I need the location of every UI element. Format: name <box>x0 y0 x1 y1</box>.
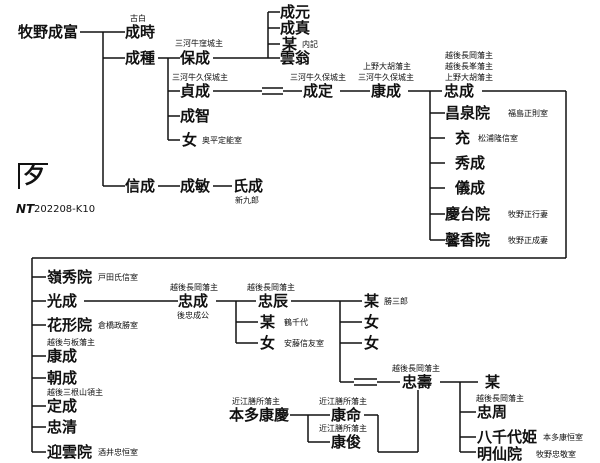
node-onna3: 女 <box>364 313 380 331</box>
node-tadanari2-note: 後忠成公 <box>177 311 209 320</box>
node-yasunobu: 康命 <box>331 406 362 424</box>
node-yasunari2: 康成 <box>371 82 402 100</box>
diagram-code: 202208-K10 <box>34 204 96 215</box>
node-onna2-note: 安藤信友室 <box>284 339 324 348</box>
node-hidenari: 秀成 <box>455 154 486 172</box>
node-keikoin-note: 牧野正成妻 <box>508 236 548 245</box>
node-narutoki: 成時 <box>125 23 156 41</box>
node-tadanari2-title: 越後長岡藩主 <box>170 283 218 292</box>
node-onna2: 女 <box>260 334 276 352</box>
node-naritomo: 成智 <box>180 107 211 125</box>
node-tadatoki: 忠辰 <box>258 292 289 310</box>
node-yachiyohime: 八千代姫 <box>477 428 538 446</box>
node-tadatoshi-title: 越後長岡藩主 <box>392 364 440 373</box>
node-yasunobu-title: 近江膳所藩主 <box>319 397 367 406</box>
node-meisenin: 明仙院 <box>477 445 523 463</box>
node-yasunari3: 康成 <box>47 347 78 365</box>
node-tadachika: 忠周 <box>477 403 508 421</box>
node-shosenin: 昌泉院 <box>445 104 491 122</box>
node-tadanari-title-1: 越後長岡藩主 <box>445 51 493 60</box>
logo-text: NT <box>16 202 35 216</box>
node-tadatoshi: 忠壽 <box>402 373 433 391</box>
node-yasunari2-title-1: 上野大胡藩主 <box>363 62 411 71</box>
node-keidaiin: 慶台院 <box>445 205 491 223</box>
node-onna1: 女 <box>182 131 198 149</box>
node-naritane: 成種 <box>125 49 156 67</box>
node-onna1-note: 奥平定能室 <box>202 136 242 145</box>
node-sadanari-title: 三河牛久保城主 <box>172 73 228 82</box>
node-yasunari: 保成 <box>180 49 211 67</box>
node-unou: 雲翁 <box>280 49 311 67</box>
node-narizane: 成真 <box>280 19 311 37</box>
node-bou1: 某 <box>282 35 298 53</box>
node-tadakiyo: 忠清 <box>47 418 78 436</box>
node-sadanari2-title: 越後三根山領主 <box>47 388 103 397</box>
node-meisenin-note: 牧野忠敬室 <box>536 450 576 459</box>
node-tadanari-title-2: 越後長峯藩主 <box>445 62 493 71</box>
node-bou3-note: 勝三郎 <box>384 297 408 306</box>
node-geiunin-note: 酒井忠恒室 <box>98 448 138 457</box>
node-bou3: 某 <box>364 292 380 310</box>
node-reishuin: 嶺秀院 <box>47 268 93 286</box>
node-kakeiin-note: 倉橋政勝室 <box>98 321 138 330</box>
node-mitsunari: 光成 <box>47 292 78 310</box>
node-ujinari-note: 新九郎 <box>235 196 259 205</box>
node-tadanari2: 忠成 <box>178 292 209 310</box>
node-ujinari: 氏成 <box>233 177 264 195</box>
node-keikoin: 馨香院 <box>445 231 491 249</box>
node-naritoshi: 成敏 <box>180 177 211 195</box>
node-mitsuru-note: 松浦隆信室 <box>478 134 518 143</box>
node-ginari: 儀成 <box>455 179 486 197</box>
node-yachiyohime-note: 本多康恒室 <box>543 433 583 442</box>
node-tadanari: 忠成 <box>444 82 475 100</box>
node-sadanari: 貞成 <box>180 82 211 100</box>
node-honda-yasutoshi-title: 近江膳所藩主 <box>232 397 280 406</box>
node-yasunari3-title: 越後与板藩主 <box>47 338 95 347</box>
node-yasunari2-title-2: 三河牛久保城主 <box>358 73 414 82</box>
node-narutoki-title: 古白 <box>130 14 146 23</box>
node-yasunari-title: 三河牛窪城主 <box>175 39 223 48</box>
logo-mark: 夕 <box>18 163 49 189</box>
node-shosenin-note: 福島正則室 <box>508 109 548 118</box>
node-narisada-title: 三河牛久保城主 <box>290 73 346 82</box>
node-makino-narutomi: 牧野成富 <box>18 23 79 41</box>
node-keidaiin-note: 牧野正行妻 <box>508 210 548 219</box>
node-mitsuru: 充 <box>455 129 471 147</box>
node-yasutoshi2-title: 近江膳所藩主 <box>319 424 367 433</box>
node-bou2: 某 <box>260 313 276 331</box>
node-yasutoshi2: 康俊 <box>331 433 362 451</box>
node-tadanari-title-3: 上野大胡藩主 <box>445 73 493 82</box>
node-onna4: 女 <box>364 334 380 352</box>
node-narimoto: 成元 <box>280 3 311 21</box>
node-nobushige: 信成 <box>125 177 156 195</box>
node-kakeiin: 花形院 <box>47 316 93 334</box>
node-narisada: 成定 <box>303 82 334 100</box>
node-tadachika-title: 越後長岡藩主 <box>476 394 524 403</box>
node-asanari: 朝成 <box>47 369 78 387</box>
node-geiunin: 迎雲院 <box>47 443 93 461</box>
node-reishuin-note: 戸田氏信室 <box>98 273 138 282</box>
node-bou4: 某 <box>485 373 501 391</box>
node-bou1-note: 内記 <box>302 40 318 49</box>
node-tadatoki-title: 越後長岡藩主 <box>247 283 295 292</box>
node-sadanari2: 定成 <box>47 397 78 415</box>
node-bou2-note: 鶴千代 <box>284 318 308 327</box>
node-honda-yasutoshi: 本多康慶 <box>229 406 290 424</box>
